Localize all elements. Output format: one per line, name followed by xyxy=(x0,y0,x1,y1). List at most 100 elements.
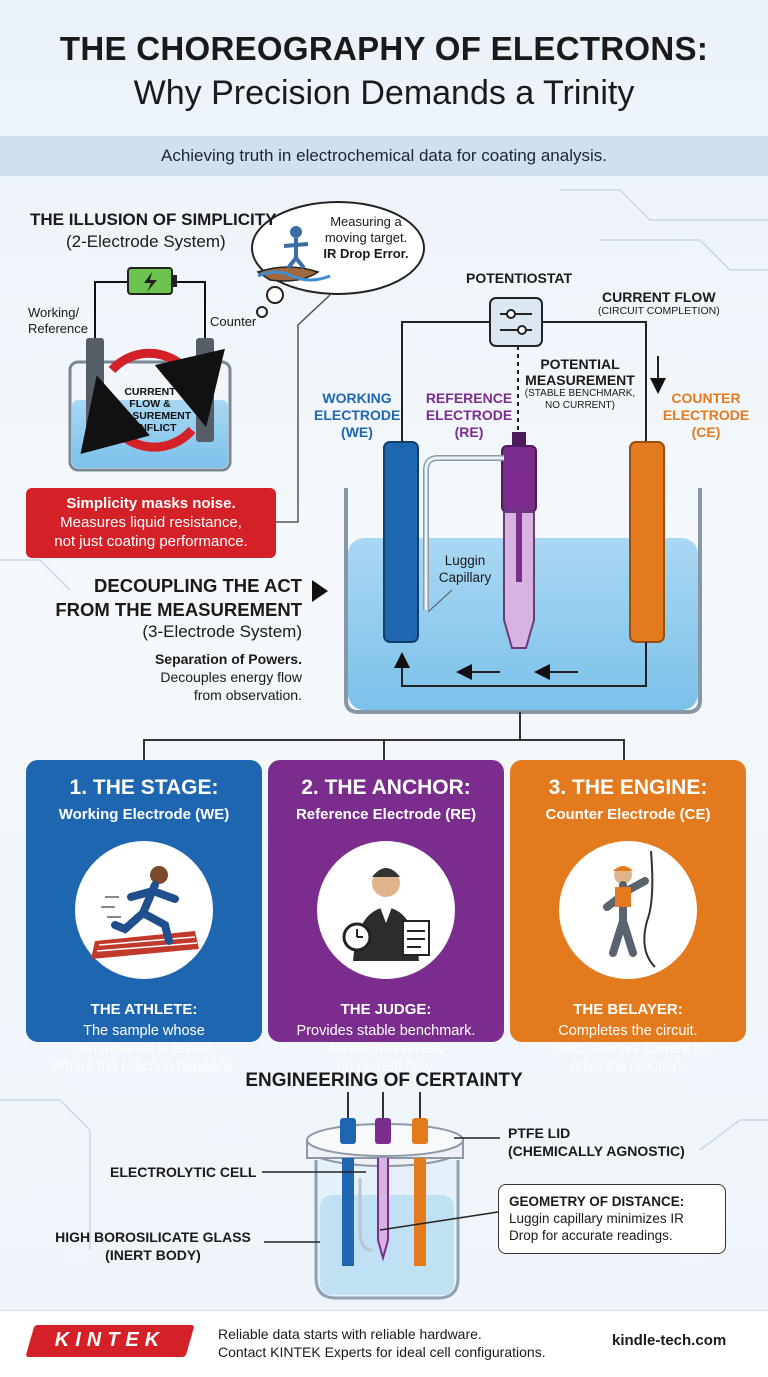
card-3-desc-1: Completes the circuit. xyxy=(558,1023,698,1039)
conflict-label: CURRENT FLOW & MEASUREMENT CONFLICT xyxy=(100,386,200,434)
card-1-desc-1: The sample whose xyxy=(83,1023,205,1039)
engineering-cell xyxy=(262,1092,500,1300)
card-2-role: THE JUDGE: xyxy=(340,1001,432,1018)
working-reference-label-1: Working/ xyxy=(28,305,80,320)
card-3-number: 3. THE ENGINE: xyxy=(548,776,708,799)
footer-line-2: Contact KINTEK Experts for ideal cell co… xyxy=(218,1344,546,1360)
card-1-desc-3: Where the reaction happens. xyxy=(50,1059,238,1075)
ce-line-3: (CE) xyxy=(691,424,721,440)
re-line-3: (RE) xyxy=(454,424,484,440)
glass-line-2: (INERT BODY) xyxy=(105,1247,201,1263)
engineering-heading: ENGINEERING OF CERTAINTY xyxy=(245,1070,523,1091)
separation-of-powers: Separation of Powers. Decouples energy f… xyxy=(40,650,302,704)
re-line-1: REFERENCE xyxy=(425,390,513,406)
judge-icon xyxy=(317,841,455,979)
card-2-number: 2. THE ANCHOR: xyxy=(301,776,471,799)
we-line-3: (WE) xyxy=(341,424,373,440)
page-subtitle: Why Precision Demands a Trinity xyxy=(133,74,635,112)
warning-line-1: Measures liquid resistance, xyxy=(60,514,242,531)
card-3-desc-2: Sinks/sources current to xyxy=(550,1041,706,1057)
luggin-label: Luggin Capillary xyxy=(432,552,498,586)
card-1-number: 1. THE STAGE: xyxy=(69,776,219,799)
glass-label: HIGH BOROSILICATE GLASS (INERT BODY) xyxy=(44,1228,262,1264)
thought-bubble xyxy=(251,201,425,318)
two-electrode-beaker xyxy=(68,267,232,472)
climber-icon xyxy=(559,841,697,979)
ce-label: COUNTER ELECTRODE (CE) xyxy=(662,390,750,441)
card-3-role: THE BELAYER: xyxy=(573,1001,683,1018)
tagline-band xyxy=(0,136,768,176)
potentiostat-icon xyxy=(489,297,543,347)
kintek-logo-text: KINTEK xyxy=(54,1329,166,1351)
counter-label: Counter xyxy=(210,314,257,329)
working-electrode xyxy=(383,441,419,643)
potential-line-3: (STABLE BENCHMARK, xyxy=(524,388,636,399)
card-working-electrode: 1. THE STAGE: Working Electrode (WE) THE… xyxy=(26,760,262,1075)
card-1-subtitle: Working Electrode (WE) xyxy=(58,806,230,823)
decoupling-heading: DECOUPLING THE ACT FROM THE MEASUREMENT xyxy=(40,574,302,622)
two-electrode-subheading: (2-Electrode System) xyxy=(66,232,226,251)
potential-measurement-label: POTENTIAL MEASUREMENT (STABLE BENCHMARK,… xyxy=(524,356,636,412)
thought-line-2: moving target. xyxy=(324,230,408,245)
card-reference-electrode: 2. THE ANCHOR: Reference Electrode (RE) … xyxy=(268,760,504,1075)
conflict-line-4: CONFLICT xyxy=(123,422,177,434)
warning-title: Simplicity masks noise. xyxy=(66,495,236,512)
warning-box: Simplicity masks noise. Measures liquid … xyxy=(26,488,276,558)
footer-text: Reliable data starts with reliable hardw… xyxy=(218,1325,546,1361)
reference-electrode xyxy=(501,445,537,513)
thought-line-3: IR Drop Error. xyxy=(323,246,409,261)
geometry-line-1: Luggin capillary minimizes IR xyxy=(509,1211,684,1226)
potentiostat-label: POTENTIOSTAT xyxy=(466,270,573,286)
electrolytic-cell-label: ELECTROLYTIC CELL xyxy=(110,1164,257,1180)
geometry-callout: GEOMETRY OF DISTANCE: Luggin capillary m… xyxy=(498,1184,726,1254)
card-1-desc-2: performance is tested. xyxy=(72,1041,216,1057)
conflict-line-3: MEASUREMENT xyxy=(108,410,192,422)
decouple-line-2: FROM THE MEASUREMENT xyxy=(55,599,302,620)
three-electrode-beaker xyxy=(344,297,702,714)
powers-title: Separation of Powers. xyxy=(154,651,302,667)
bracket xyxy=(143,712,625,760)
circuit-background xyxy=(0,189,768,1250)
two-electrode-heading: THE ILLUSION OF SIMPLICITY xyxy=(30,210,277,229)
we-label: WORKING ELECTRODE (WE) xyxy=(314,390,400,441)
card-counter-electrode: 3. THE ENGINE: Counter Electrode (CE) TH… xyxy=(510,760,746,1075)
card-2-desc-3: no current flow. xyxy=(336,1059,436,1075)
we-line-2: ELECTRODE xyxy=(314,407,401,423)
luggin-line-2: Capillary xyxy=(438,570,492,585)
website-link[interactable]: kindle-tech.com xyxy=(612,1332,727,1349)
counter-electrode xyxy=(629,441,665,643)
lid-line-2: (CHEMICALLY AGNOSTIC) xyxy=(508,1143,685,1159)
card-2-desc-2: Never intervenes, xyxy=(329,1041,443,1057)
card-2-description: Provides stable benchmark. Never interve… xyxy=(268,1022,504,1076)
circuit-completion-label: (CIRCUIT COMPLETION) xyxy=(598,305,720,317)
current-flow-label: CURRENT FLOW xyxy=(602,289,716,305)
re-line-2: ELECTRODE xyxy=(425,407,513,423)
card-3-desc-3: drive the reaction. xyxy=(570,1059,686,1075)
working-reference-label-2: Reference xyxy=(28,321,88,336)
ptfe-lid-label: PTFE LID (CHEMICALLY AGNOSTIC) xyxy=(508,1124,685,1160)
powers-line-1: Decouples energy flow xyxy=(160,669,302,685)
geometry-line-2: Drop for accurate readings. xyxy=(509,1228,673,1243)
tagline: Achieving truth in electrochemical data … xyxy=(160,146,607,165)
conflict-line-2: FLOW & xyxy=(129,398,171,410)
play-arrow-icon xyxy=(312,580,328,602)
card-1-role: THE ATHLETE: xyxy=(90,1001,198,1018)
decouple-line-1: DECOUPLING THE ACT xyxy=(94,575,302,596)
conflict-line-1: CURRENT xyxy=(124,386,176,398)
re-label: REFERENCE ELECTRODE (RE) xyxy=(424,390,514,441)
card-2-desc-1: Provides stable benchmark. xyxy=(296,1023,476,1039)
lid-line-1: PTFE LID xyxy=(508,1125,571,1141)
potential-line-4: NO CURRENT) xyxy=(545,400,615,411)
we-line-1: WORKING xyxy=(322,390,392,406)
runner-icon xyxy=(75,841,213,979)
footer-line-1: Reliable data starts with reliable hardw… xyxy=(218,1326,482,1342)
glass-line-1: HIGH BOROSILICATE GLASS xyxy=(55,1229,251,1245)
card-2-subtitle: Reference Electrode (RE) xyxy=(295,806,477,823)
thought-text: Measuring a moving target. IR Drop Error… xyxy=(318,214,414,262)
decoupling-subheading: (3-Electrode System) xyxy=(142,622,302,641)
thought-line-1: Measuring a xyxy=(330,214,402,229)
potential-line-2: MEASUREMENT xyxy=(525,372,635,388)
card-3-subtitle: Counter Electrode (CE) xyxy=(545,806,711,823)
powers-line-2: from observation. xyxy=(193,687,302,703)
